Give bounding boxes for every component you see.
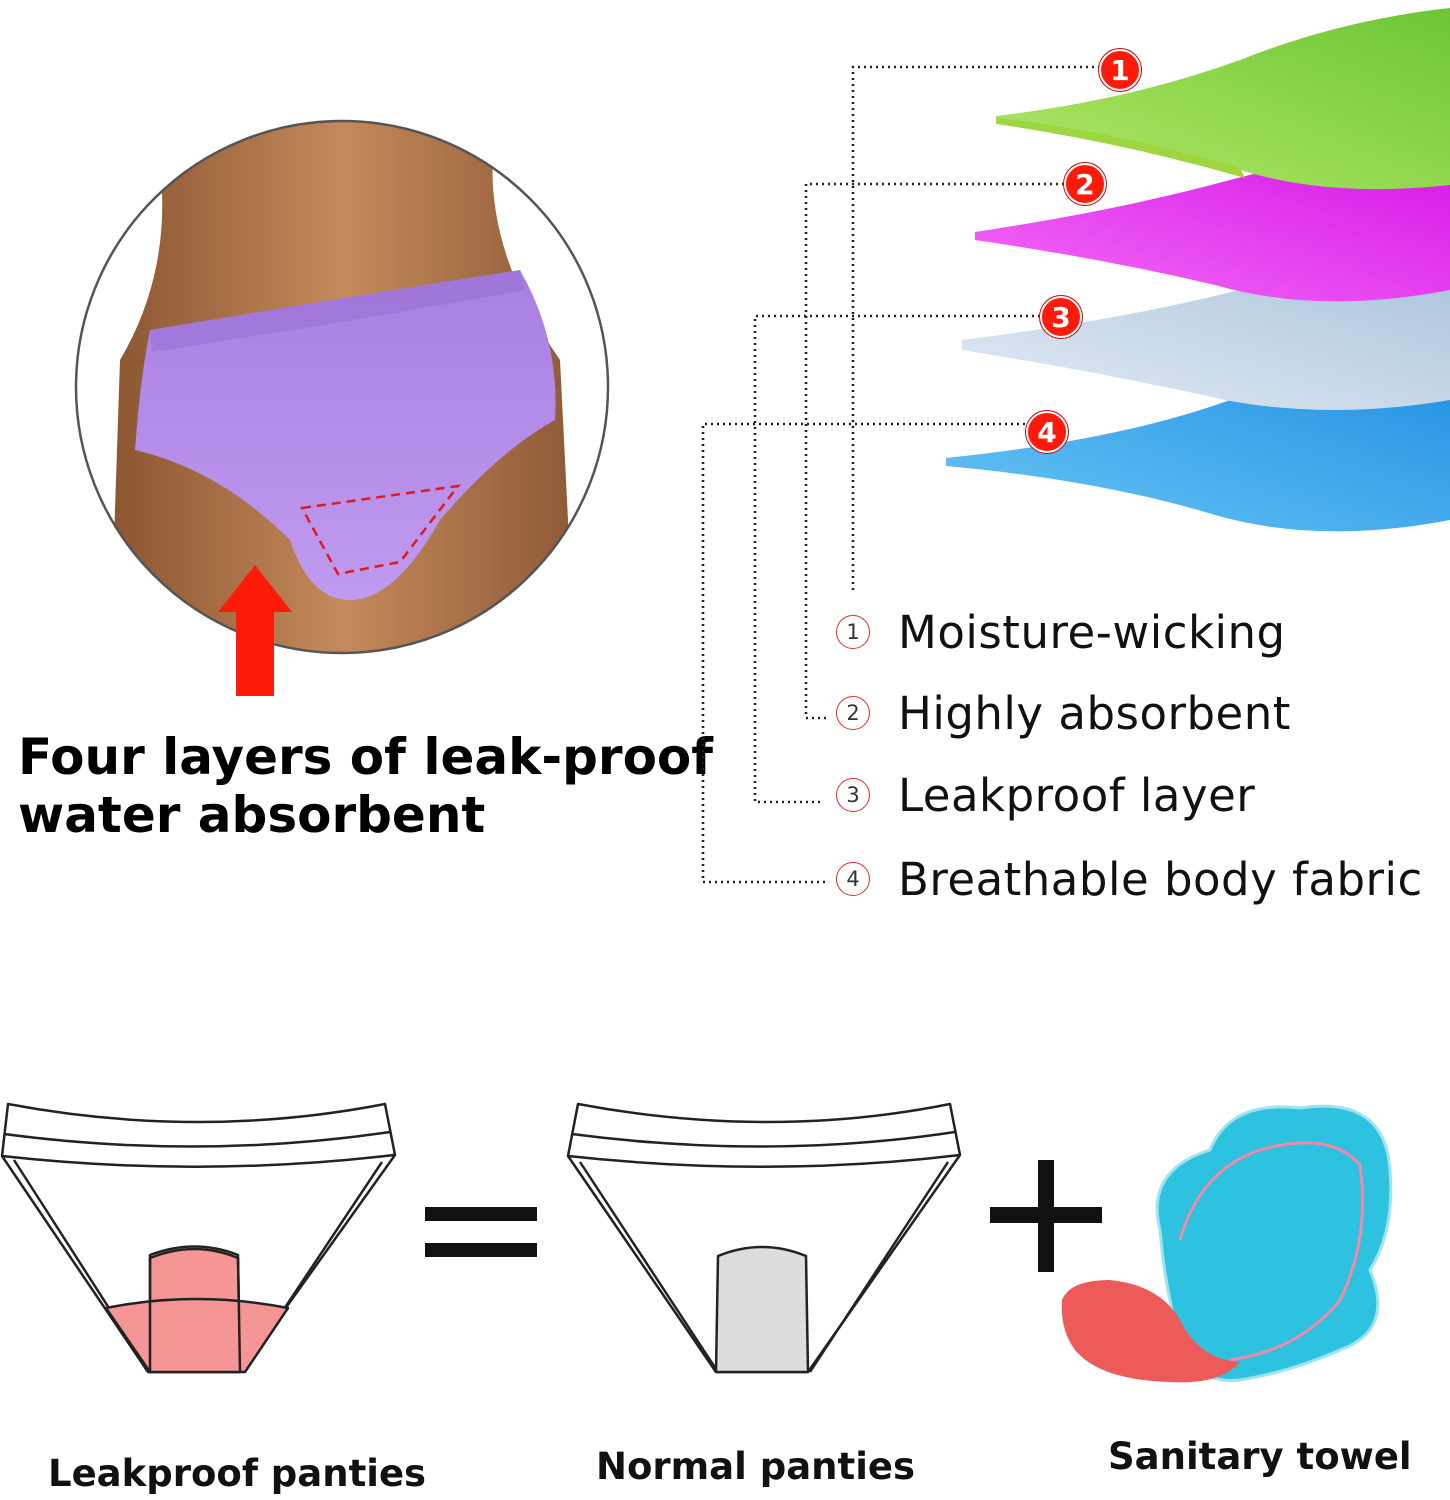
legend-item-4: 4 Breathable body fabric: [836, 852, 1423, 906]
legend-item-3: 3 Leakproof layer: [836, 768, 1256, 822]
normal-panties-label: Normal panties: [596, 1445, 915, 1488]
plus-icon: [990, 1160, 1102, 1272]
equals-icon: [425, 1207, 537, 1257]
legend-number-3: 3: [836, 778, 870, 812]
legend-item-2: 2 Highly absorbent: [836, 686, 1291, 740]
layer-badge-3: 3: [1040, 296, 1082, 338]
layer-badge-2: 2: [1064, 163, 1106, 205]
legend-label-4: Breathable body fabric: [898, 852, 1423, 906]
sanitary-towel-icon: [1061, 1104, 1393, 1383]
layer-badge-1: 1: [1099, 49, 1141, 91]
legend-number-1: 1: [836, 615, 870, 649]
headline: Four layers of leak-proof water absorben…: [18, 728, 713, 844]
legend-number-2: 2: [836, 696, 870, 730]
leakproof-panties-label: Leakproof panties: [48, 1452, 427, 1495]
legend-label-3: Leakproof layer: [898, 768, 1256, 822]
sanitary-towel-label: Sanitary towel: [1108, 1435, 1412, 1478]
legend-label-1: Moisture-wicking: [898, 605, 1286, 659]
legend-item-1: 1 Moisture-wicking: [836, 605, 1286, 659]
normal-panties-icon: [566, 1102, 962, 1374]
layer-badge-4: 4: [1026, 411, 1068, 453]
legend-label-2: Highly absorbent: [898, 686, 1291, 740]
legend-number-4: 4: [836, 862, 870, 896]
headline-line1: Four layers of leak-proof: [18, 728, 714, 786]
headline-line2: water absorbent: [18, 786, 486, 844]
leakproof-panties-icon: [0, 1102, 397, 1374]
